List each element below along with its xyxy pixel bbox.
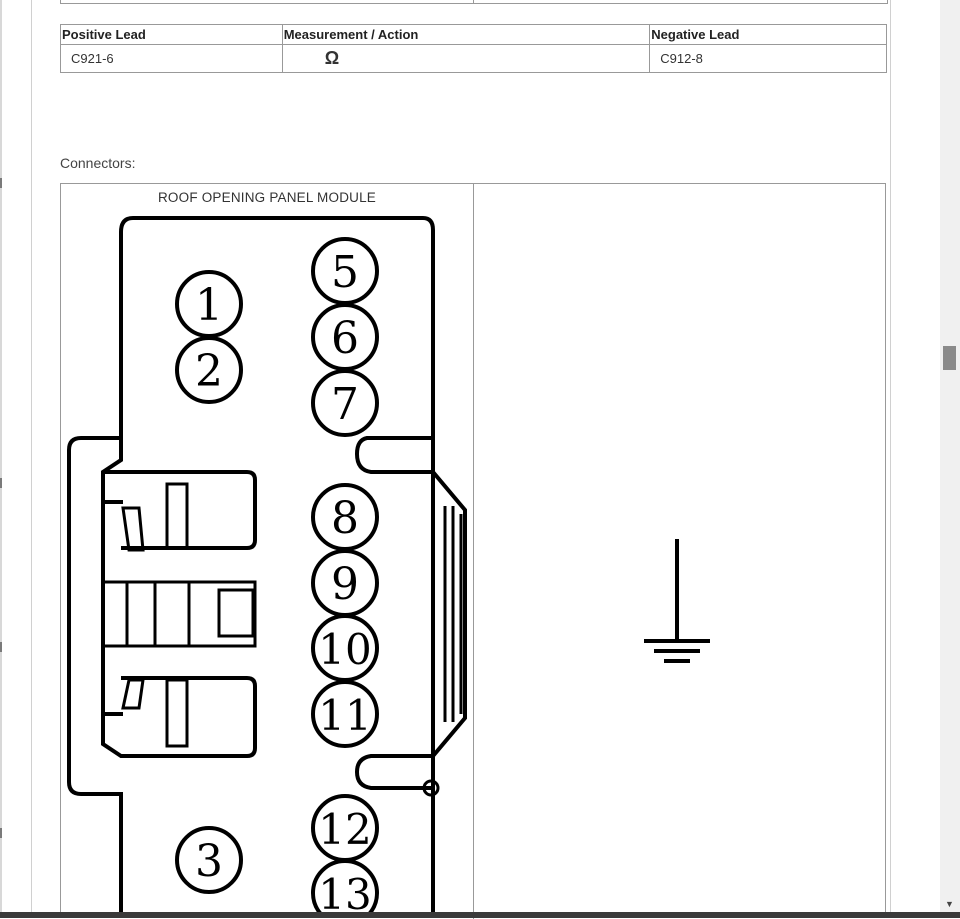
connector-face-diagram: 1 2 3 5 6 7 8 9 10 11 12 13: [67, 216, 467, 912]
pin-label: 1: [195, 280, 223, 331]
pin-label: 13: [318, 870, 371, 912]
pin-label: 3: [195, 836, 223, 887]
header-measurement-action: Measurement / Action: [281, 24, 651, 45]
pin-8: 8: [311, 483, 379, 551]
connectors-table: ROOF OPENING PANEL MODULE: [60, 183, 886, 919]
pin-5: 5: [311, 237, 379, 305]
pin-label: 12: [318, 805, 371, 854]
document-frame: [31, 0, 891, 912]
pin-7: 7: [311, 369, 379, 437]
pin-label: 10: [318, 625, 371, 674]
left-edge-marker: [0, 478, 2, 488]
measurement-ohm-symbol: Ω: [281, 44, 651, 73]
pin-3: 3: [175, 826, 243, 894]
negative-lead-value: C912-8: [649, 44, 887, 73]
connectors-column-divider: [473, 184, 474, 919]
lead-table-row: C921-6 Ω C912-8: [60, 44, 887, 73]
connector-pins: 1 2 3 5 6 7 8 9 10 11 12 13: [175, 237, 379, 912]
pin-11: 11: [311, 680, 379, 748]
pin-label: 6: [331, 313, 359, 364]
pin-2: 2: [175, 336, 243, 404]
scrollbar-thumb[interactable]: [943, 346, 956, 370]
previous-table-bottom: [60, 0, 888, 4]
scroll-down-arrow-icon[interactable]: ▼: [945, 899, 954, 909]
connectors-label: Connectors:: [60, 155, 136, 171]
left-window-edge: [0, 0, 2, 912]
connector-housing: [67, 216, 467, 912]
vertical-scrollbar[interactable]: [940, 0, 960, 912]
lead-table-header-row: Positive Lead Measurement / Action Negat…: [60, 24, 887, 45]
pin-1: 1: [175, 270, 243, 338]
header-negative-lead: Negative Lead: [649, 24, 887, 45]
pin-label: 5: [331, 247, 359, 298]
ground-symbol-icon: [644, 539, 710, 663]
bottom-window-edge: [0, 912, 960, 918]
header-positive-lead: Positive Lead: [60, 24, 283, 45]
left-edge-marker: [0, 642, 2, 652]
pin-13: 13: [311, 859, 379, 912]
pin-label: 7: [331, 379, 359, 430]
left-edge-marker: [0, 828, 2, 838]
module-title: ROOF OPENING PANEL MODULE: [157, 190, 377, 205]
pin-label: 8: [331, 493, 359, 544]
pin-label: 11: [318, 691, 371, 740]
pin-9: 9: [311, 549, 379, 617]
pin-6: 6: [311, 303, 379, 371]
pin-10: 10: [311, 614, 379, 682]
pin-12: 12: [311, 794, 379, 862]
lead-table: Positive Lead Measurement / Action Negat…: [60, 24, 887, 73]
left-edge-marker: [0, 178, 2, 188]
pin-label: 2: [195, 346, 223, 397]
pin-label: 9: [331, 559, 359, 610]
positive-lead-value: C921-6: [60, 44, 283, 73]
